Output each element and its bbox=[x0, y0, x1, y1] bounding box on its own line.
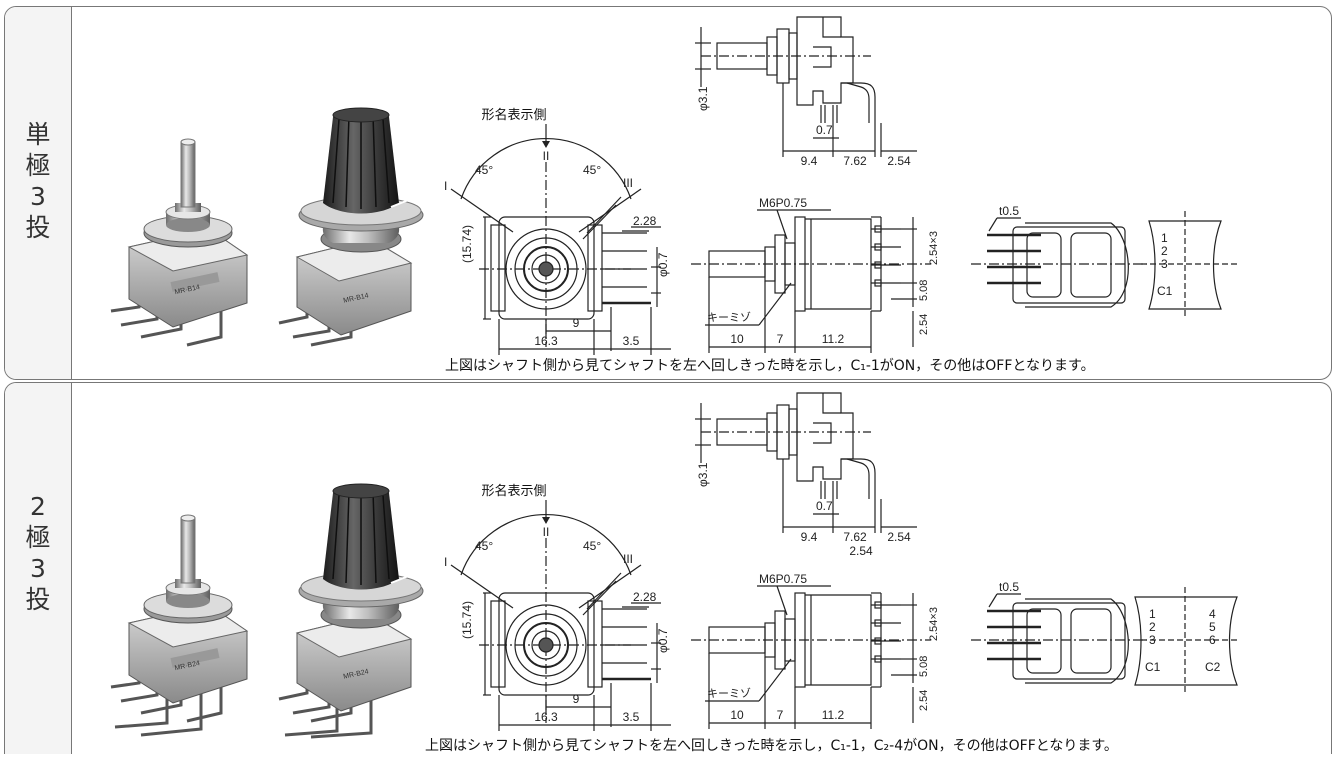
dim-7: 7 bbox=[777, 332, 784, 346]
thickness-label: t0.5 bbox=[999, 204, 1019, 218]
dim-2-54-top-b: 2.54 bbox=[849, 544, 873, 558]
dim-15-74: (15.74) bbox=[460, 601, 474, 639]
dim-15-74: (15.74) bbox=[460, 225, 474, 263]
rear-view-drawing: t0.5 bbox=[971, 580, 1147, 684]
position-2-label: II bbox=[543, 149, 550, 163]
common-c1: C1 bbox=[1145, 660, 1161, 674]
rear-terminals bbox=[987, 233, 1041, 285]
position-3-label: III bbox=[623, 552, 633, 566]
angle-left-label: 45° bbox=[475, 539, 493, 553]
dim-0-7: 0.7 bbox=[816, 123, 833, 137]
section-note: 上図はシャフト側から見てシャフトを左へ回しきった時を示し，C₁-1がON，その他… bbox=[445, 358, 1095, 374]
terminal-2: 2 bbox=[1161, 244, 1168, 258]
dim-2-28: 2.28 bbox=[633, 590, 657, 604]
dim-16-3: 16.3 bbox=[534, 334, 558, 348]
side-view-drawing: M6P0.75 キーミゾ 2.54×3 5.08 bbox=[691, 572, 940, 729]
photo-switch-knob: MR-B24 bbox=[278, 483, 424, 739]
terminal-1: 1 bbox=[1161, 231, 1168, 245]
key-groove-label: キーミゾ bbox=[707, 311, 751, 324]
terminal-layout-diagram: 1 2 3 C1 bbox=[1141, 211, 1239, 319]
terminal-4: 4 bbox=[1209, 607, 1216, 621]
terminal-6: 6 bbox=[1209, 633, 1216, 647]
dim-phi-0-7: φ0.7 bbox=[656, 628, 670, 653]
position-3-label: III bbox=[623, 176, 633, 190]
dim-9: 9 bbox=[573, 692, 580, 706]
dim-phi-3-1: φ3.1 bbox=[696, 86, 710, 111]
terminal-3: 3 bbox=[1149, 633, 1156, 647]
top-view-drawing: φ3.1 9.4 7.62 2.54 0.7 2.54 bbox=[695, 392, 917, 558]
dim-10: 10 bbox=[730, 332, 744, 346]
dim-2-54x3: 2.54×3 bbox=[928, 231, 940, 265]
dim-9: 9 bbox=[573, 316, 580, 330]
dim-3-5: 3.5 bbox=[623, 334, 640, 348]
dim-9-4: 9.4 bbox=[801, 154, 818, 168]
dim-5-08: 5.08 bbox=[918, 656, 930, 677]
angle-left-label: 45° bbox=[475, 163, 493, 177]
key-groove-label: キーミゾ bbox=[707, 687, 751, 700]
terminal-3: 3 bbox=[1161, 257, 1168, 271]
dim-2-28: 2.28 bbox=[633, 214, 657, 228]
dim-16-3: 16.3 bbox=[534, 710, 558, 724]
dim-phi-3-1: φ3.1 bbox=[696, 462, 710, 487]
rear-view-drawing: t0.5 bbox=[971, 204, 1147, 308]
dim-2-54-top: 2.54 bbox=[887, 154, 911, 168]
dim-2-54x3: 2.54×3 bbox=[928, 607, 940, 641]
common-c2: C2 bbox=[1205, 660, 1221, 674]
common-c1: C1 bbox=[1157, 284, 1173, 298]
terminal-leads bbox=[602, 232, 651, 305]
drawing-canvas: MR-B14 MR-B14 bbox=[110, 16, 1239, 355]
angle-right-label: 45° bbox=[583, 163, 601, 177]
dim-2-54-side: 2.54 bbox=[918, 314, 930, 335]
dim-0-7: 0.7 bbox=[816, 499, 833, 513]
photo-switch-shaft: MR-B14 bbox=[110, 138, 249, 347]
section-note: 上図はシャフト側から見てシャフトを左へ回しきった時を示し，C₁-1，C₂-4がO… bbox=[425, 738, 1118, 754]
dim-11-2: 11.2 bbox=[822, 708, 845, 722]
terminal-5: 5 bbox=[1209, 620, 1216, 634]
photo-switch-shaft: MR-B24 bbox=[110, 514, 249, 737]
drawing-canvas: MR-B24 MR-B24 bbox=[110, 392, 1239, 739]
thread-label: M6P0.75 bbox=[759, 572, 807, 586]
front-view-drawing: 形名表示側 II I III 45° 45° bbox=[444, 107, 671, 355]
top-view-drawing: φ3.1 9.4 7.62 2.54 0.7 bbox=[695, 16, 917, 168]
dim-7-62: 7.62 bbox=[843, 154, 867, 168]
rear-terminals bbox=[987, 609, 1041, 661]
dim-2-54-side: 2.54 bbox=[918, 690, 930, 711]
dim-7: 7 bbox=[777, 708, 784, 722]
dim-phi-0-7: φ0.7 bbox=[656, 252, 670, 277]
dim-2-54-top: 2.54 bbox=[887, 530, 911, 544]
marker-label: 形名表示側 bbox=[481, 107, 546, 122]
terminal-1: 1 bbox=[1149, 607, 1156, 621]
terminal-leads bbox=[602, 608, 651, 681]
thread-label: M6P0.75 bbox=[759, 196, 807, 210]
dim-5-08: 5.08 bbox=[918, 280, 930, 301]
side-view-drawing: M6P0.75 キーミゾ 2.54×3 5.08 bbox=[691, 196, 940, 353]
dim-9-4: 9.4 bbox=[801, 530, 818, 544]
angle-right-label: 45° bbox=[583, 539, 601, 553]
dim-3-5: 3.5 bbox=[623, 710, 640, 724]
terminal-layout-diagram: 1 2 3 4 5 6 C1 C2 bbox=[1134, 587, 1239, 695]
photo-switch-knob: MR-B14 bbox=[278, 107, 424, 347]
dim-10: 10 bbox=[730, 708, 744, 722]
dim-11-2: 11.2 bbox=[822, 332, 845, 346]
terminal-2: 2 bbox=[1149, 620, 1156, 634]
dim-7-62: 7.62 bbox=[843, 530, 867, 544]
thickness-label: t0.5 bbox=[999, 580, 1019, 594]
marker-label: 形名表示側 bbox=[481, 483, 546, 498]
position-1-label: I bbox=[444, 179, 447, 193]
position-1-label: I bbox=[444, 555, 447, 569]
position-2-label: II bbox=[543, 525, 550, 539]
front-view-drawing: 形名表示側 II I III 45° 45° bbox=[444, 483, 671, 731]
